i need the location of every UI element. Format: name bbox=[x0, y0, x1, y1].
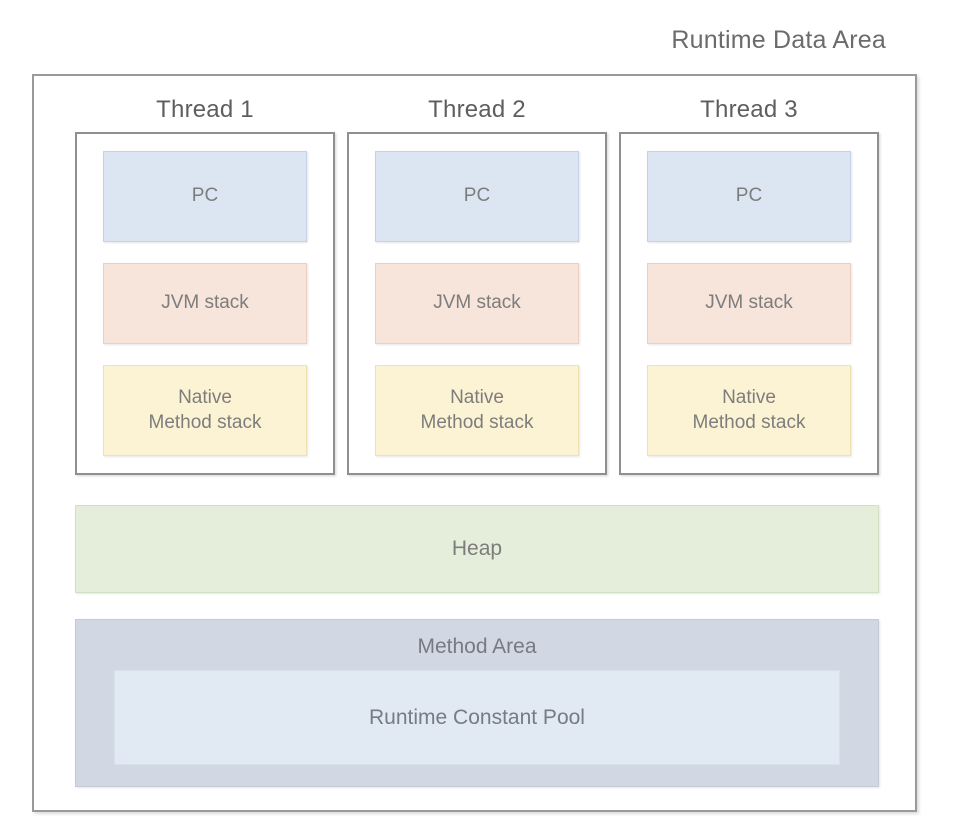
thread-2-native-method-stack-block: Native Method stack bbox=[375, 365, 579, 456]
thread-1-box: PC JVM stack Native Method stack bbox=[75, 132, 335, 475]
page-title: Runtime Data Area bbox=[671, 26, 886, 54]
method-area-label: Method Area bbox=[417, 635, 537, 658]
thread-column-1: Thread 1 PC JVM stack Native Method stac… bbox=[75, 96, 335, 475]
thread-3-native-line-2: Method stack bbox=[692, 411, 806, 433]
thread-3-native-line-1: Native bbox=[722, 386, 776, 408]
thread-2-label: Thread 2 bbox=[428, 96, 526, 123]
thread-3-label: Thread 3 bbox=[700, 96, 798, 123]
method-area-block: Method Area Runtime Constant Pool bbox=[75, 619, 879, 787]
thread-column-3: Thread 3 PC JVM stack Native Method stac… bbox=[619, 96, 879, 475]
runtime-data-area-frame: Thread 1 PC JVM stack Native Method stac… bbox=[32, 74, 917, 812]
thread-column-2: Thread 2 PC JVM stack Native Method stac… bbox=[347, 96, 607, 475]
thread-2-box: PC JVM stack Native Method stack bbox=[347, 132, 607, 475]
thread-1-native-method-stack-block: Native Method stack bbox=[103, 365, 307, 456]
thread-3-pc-block: PC bbox=[647, 151, 851, 242]
thread-1-native-line-2: Method stack bbox=[148, 411, 262, 433]
thread-2-pc-block: PC bbox=[375, 151, 579, 242]
thread-1-pc-block: PC bbox=[103, 151, 307, 242]
thread-3-jvm-stack-block: JVM stack bbox=[647, 262, 851, 345]
thread-1-native-line-1: Native bbox=[178, 386, 232, 408]
thread-1-label: Thread 1 bbox=[156, 96, 254, 123]
thread-1-jvm-stack-block: JVM stack bbox=[103, 262, 307, 345]
threads-row: Thread 1 PC JVM stack Native Method stac… bbox=[75, 96, 879, 475]
runtime-constant-pool-block: Runtime Constant Pool bbox=[114, 670, 840, 765]
thread-3-native-method-stack-block: Native Method stack bbox=[647, 365, 851, 456]
thread-2-native-line-2: Method stack bbox=[420, 411, 534, 433]
thread-2-native-line-1: Native bbox=[450, 386, 504, 408]
thread-2-jvm-stack-block: JVM stack bbox=[375, 262, 579, 345]
heap-block: Heap bbox=[75, 505, 879, 593]
thread-3-box: PC JVM stack Native Method stack bbox=[619, 132, 879, 475]
